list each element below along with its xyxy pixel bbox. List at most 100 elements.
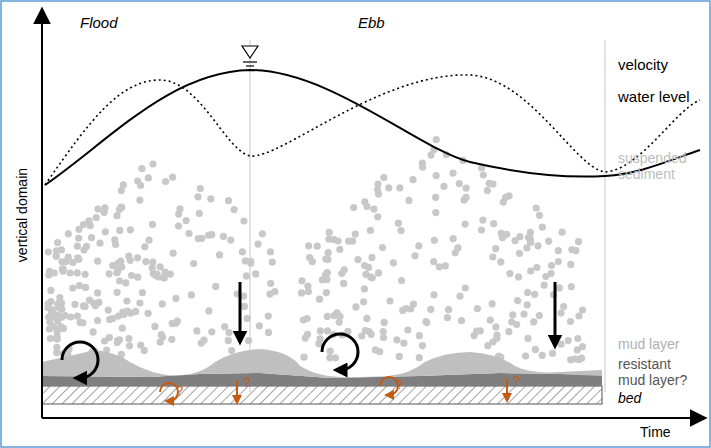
sediment-dot <box>416 354 423 361</box>
sediment-dot <box>363 315 370 322</box>
sediment-dot <box>545 238 552 245</box>
sediment-dot <box>305 242 312 249</box>
sediment-dot <box>193 327 200 334</box>
sediment-dot <box>462 284 469 291</box>
sediment-dot <box>145 237 152 244</box>
sediment-dot <box>557 341 564 348</box>
sediment-dot <box>419 160 426 167</box>
sediment-dot <box>427 306 434 313</box>
sediment-dot <box>335 237 342 244</box>
uncertain-settling <box>236 380 238 400</box>
sediment-dot <box>120 181 127 188</box>
sediment-dot <box>306 254 313 261</box>
sediment-dot <box>460 197 467 204</box>
settling-arrow <box>554 282 557 342</box>
sediment-dot <box>350 204 357 211</box>
sediment-dot <box>114 260 121 267</box>
sediment-dot <box>114 289 121 296</box>
sediment-dot <box>433 172 440 179</box>
sediment-dot <box>539 224 546 231</box>
tide-phase: Ebb <box>358 14 385 31</box>
sediment-dot <box>53 253 60 260</box>
sediment-dot <box>151 323 158 330</box>
sediment-dot <box>225 337 232 344</box>
sediment-dot <box>80 246 87 253</box>
sediment-dot <box>549 350 556 357</box>
sediment-dot <box>54 301 61 308</box>
sediment-dot <box>316 296 323 303</box>
sediment-dot <box>385 184 392 191</box>
sediment-dot <box>102 228 109 235</box>
sediment-dot <box>101 209 108 216</box>
velocity-curve <box>45 75 700 185</box>
sediment-dot <box>245 337 252 344</box>
sediment-dot <box>322 271 329 278</box>
sediment-dot <box>532 346 539 353</box>
sediment-dot <box>527 267 534 274</box>
sediment-dot <box>409 176 416 183</box>
sediment-dot <box>259 230 266 237</box>
sediment-dot <box>169 174 176 181</box>
sediment-dot <box>298 277 305 284</box>
sediment-dot <box>137 342 144 349</box>
uncertain-settling <box>506 378 508 398</box>
sediment-dot <box>574 346 581 353</box>
sediment-dot <box>138 165 145 172</box>
uncertainty-mark: ? <box>513 374 520 389</box>
sediment-dot <box>190 260 197 267</box>
sediment-dot <box>134 254 141 261</box>
sediment-dot <box>317 327 324 334</box>
sediment-dot <box>432 209 439 216</box>
sediment-dot <box>265 313 272 320</box>
sediment-dot <box>139 289 146 296</box>
sediment-dot <box>445 306 452 313</box>
sediment-dot <box>149 160 156 167</box>
sediment-dot <box>197 185 204 192</box>
sediment-dot <box>186 230 193 237</box>
sediment-dot <box>430 291 437 298</box>
sediment-dot <box>341 266 348 273</box>
sediment-dot <box>96 240 103 247</box>
sediment-dot <box>440 183 447 190</box>
sediment-dot <box>531 291 538 298</box>
sediment-dot <box>405 197 412 204</box>
sediment-dot <box>402 305 409 312</box>
sediment-dot <box>509 311 516 318</box>
sediment-dot <box>47 298 54 305</box>
sediment-dot <box>362 271 369 278</box>
sediment-dot <box>241 303 248 310</box>
sediment-dot <box>484 187 491 194</box>
sediment-dot <box>231 206 238 213</box>
sediment-dot <box>326 229 333 236</box>
sediment-dot <box>269 259 276 266</box>
sediment-dot <box>212 283 219 290</box>
sediment-dot <box>432 194 439 201</box>
sediment-dot <box>141 243 148 250</box>
sediment-dot <box>157 339 164 346</box>
sediment-dot <box>267 280 274 287</box>
sediment-dot <box>149 221 156 228</box>
sediment-dot <box>116 277 123 284</box>
sediment-dot <box>442 262 449 269</box>
sediment-dot <box>484 342 491 349</box>
water-level-symbol <box>242 46 258 58</box>
sediment-dot <box>395 220 402 227</box>
sediment-dot <box>54 335 61 342</box>
sediment-dot <box>578 355 585 362</box>
sediment-dot <box>265 329 272 336</box>
sediment-dot <box>479 217 486 224</box>
sediment-dot <box>59 258 66 265</box>
sediment-dot <box>239 248 246 255</box>
sediment-dot <box>136 197 143 204</box>
sediment-dot <box>54 239 61 246</box>
sediment-dot <box>75 235 82 242</box>
sediment-dot <box>101 337 108 344</box>
sediment-dot <box>449 170 456 177</box>
uncertain-eddy <box>160 383 178 401</box>
sediment-dot <box>327 348 334 355</box>
sediment-dots <box>44 136 586 363</box>
sediment-dot <box>492 323 499 330</box>
sediment-dot <box>116 227 123 234</box>
sediment-dot <box>221 323 228 330</box>
sediment-dot <box>157 263 164 270</box>
